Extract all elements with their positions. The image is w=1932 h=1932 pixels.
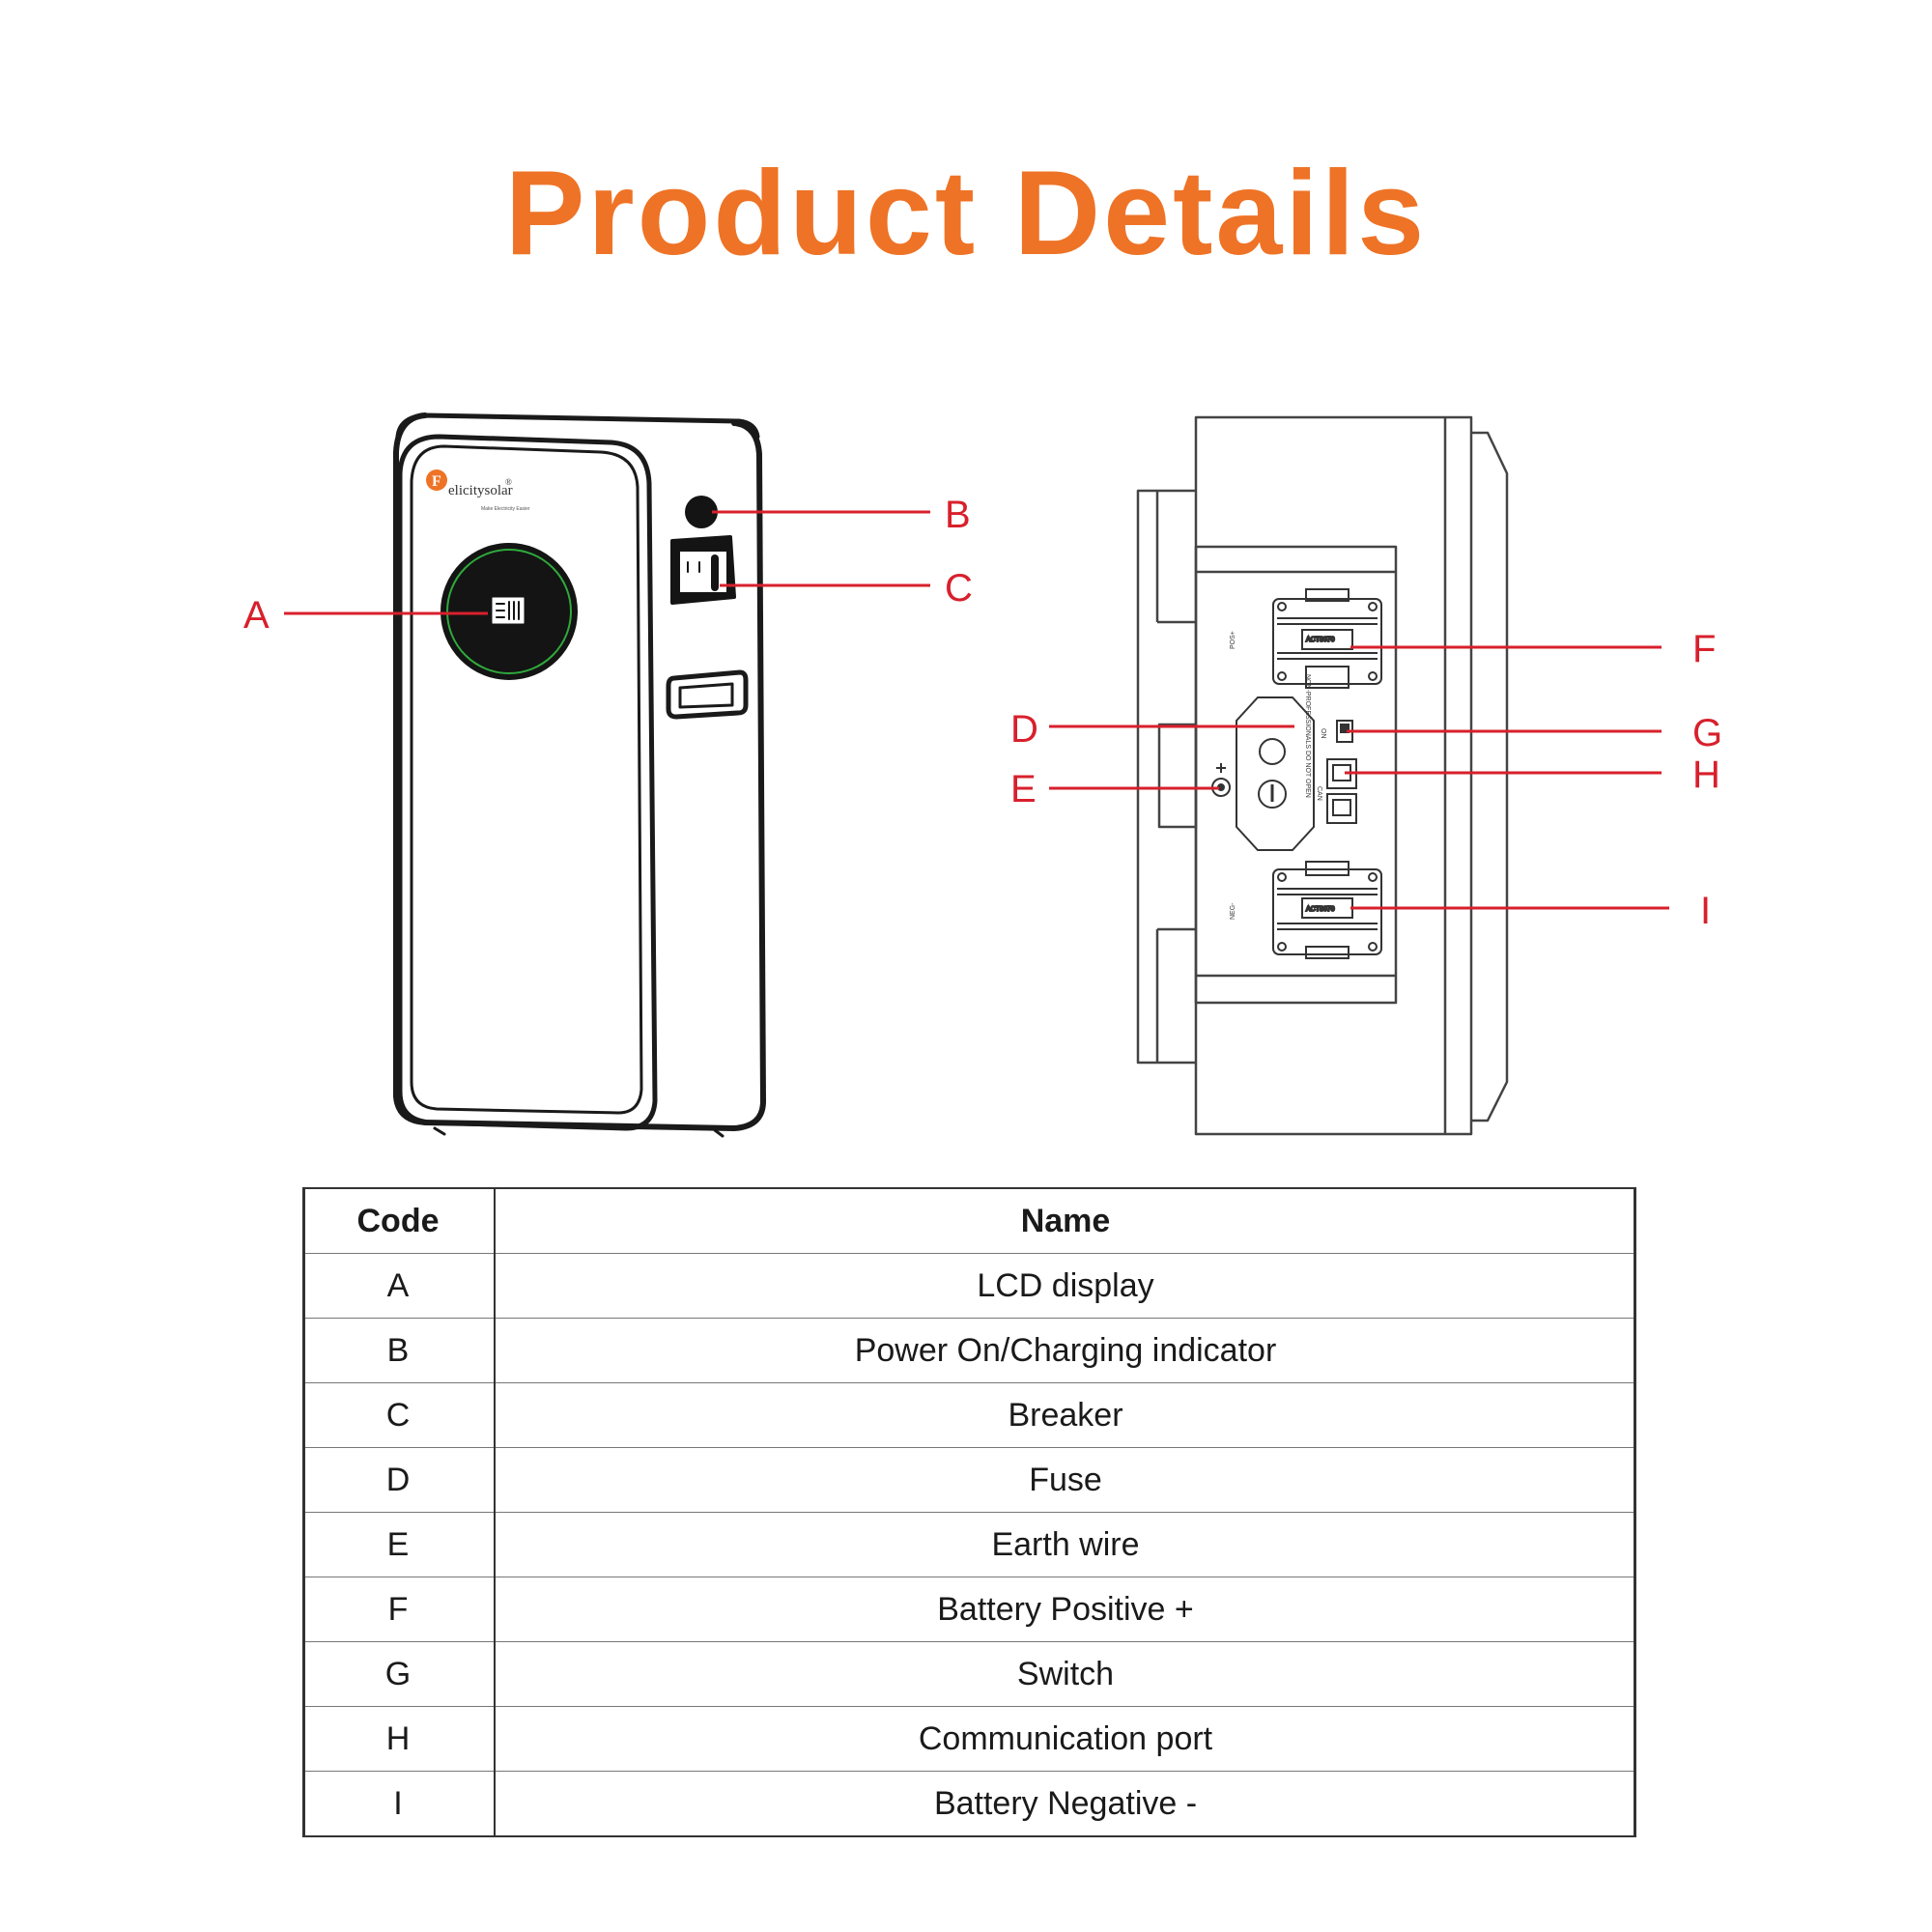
brand-initial: F bbox=[432, 473, 441, 490]
front-view bbox=[393, 412, 766, 1138]
brand-logo: F elicitysolar ® Make Electricity Easier bbox=[426, 469, 530, 512]
row-code: E bbox=[302, 1512, 496, 1577]
communication-ports bbox=[1326, 758, 1357, 824]
callout-i: I bbox=[1700, 890, 1711, 932]
row-name: Earth wire bbox=[495, 1512, 1635, 1577]
header-name: Name bbox=[495, 1187, 1635, 1254]
lcd-ring bbox=[446, 549, 572, 674]
row-code: D bbox=[302, 1447, 496, 1513]
row-name: Breaker bbox=[495, 1382, 1635, 1448]
row-code: G bbox=[302, 1641, 496, 1707]
row-code: F bbox=[302, 1577, 496, 1642]
lcd-segments bbox=[496, 601, 520, 620]
callout-f: F bbox=[1692, 628, 1716, 670]
table-right-border bbox=[1634, 1187, 1636, 1837]
row-code: C bbox=[302, 1382, 496, 1448]
fuse-cover bbox=[1236, 696, 1315, 851]
side-bracket bbox=[1471, 431, 1509, 1122]
callout-e: E bbox=[1010, 768, 1037, 810]
row-name: Battery Negative - bbox=[495, 1771, 1635, 1837]
port-text: CAN bbox=[1316, 786, 1322, 801]
carry-handle bbox=[666, 669, 749, 720]
switch-text: ON bbox=[1320, 728, 1326, 739]
warning-symbol bbox=[1258, 780, 1287, 809]
product-diagram: F elicitysolar ® Make Electricity Easier bbox=[243, 412, 1722, 1138]
earth-terminal bbox=[1211, 763, 1231, 797]
callout-b: B bbox=[945, 494, 971, 536]
header-code: Code bbox=[302, 1187, 496, 1254]
mounting-plate bbox=[1136, 489, 1196, 1065]
fuse-symbol bbox=[1259, 738, 1286, 765]
callout-g: G bbox=[1692, 712, 1722, 754]
row-name: LCD display bbox=[495, 1253, 1635, 1319]
power-indicator bbox=[685, 496, 718, 528]
brand-tagline: Make Electricity Easier bbox=[481, 506, 530, 512]
negative-terminal: ACT8070 bbox=[1272, 861, 1382, 959]
table-header-row: Code Name bbox=[302, 1187, 1635, 1254]
positive-terminal: ACT8070 bbox=[1272, 588, 1382, 689]
brand-name: elicitysolar bbox=[448, 483, 513, 498]
positive-label: POS+ bbox=[1230, 631, 1236, 649]
connector-panel bbox=[1194, 545, 1398, 1005]
row-name: Communication port bbox=[495, 1706, 1635, 1772]
table-left-border bbox=[302, 1187, 305, 1837]
negative-label: NEG- bbox=[1230, 902, 1236, 920]
callout-d: D bbox=[1010, 708, 1038, 751]
row-name: Fuse bbox=[495, 1447, 1635, 1513]
page-title: Product Details bbox=[504, 147, 1428, 280]
unit-top-face bbox=[395, 412, 760, 440]
row-code: I bbox=[302, 1771, 496, 1837]
brand-logo-icon bbox=[426, 469, 447, 491]
callout-lines bbox=[284, 510, 1669, 910]
row-name: Power On/Charging indicator bbox=[495, 1318, 1635, 1383]
row-code: H bbox=[302, 1706, 496, 1772]
front-panel-inner bbox=[410, 444, 643, 1115]
row-name: Battery Positive + bbox=[495, 1577, 1635, 1642]
negative-breaker-rating: ACT8070 bbox=[1306, 906, 1335, 913]
callout-h: H bbox=[1692, 753, 1720, 796]
fuse-warning-text: NON-PROFESSIONALS DO NOT OPEN bbox=[1304, 674, 1311, 798]
row-code: A bbox=[302, 1253, 496, 1319]
brand-registered: ® bbox=[505, 477, 512, 487]
row-name: Switch bbox=[495, 1641, 1635, 1707]
callout-a: A bbox=[243, 594, 270, 637]
row-code: B bbox=[302, 1318, 496, 1383]
callout-c: C bbox=[945, 567, 973, 610]
side-view bbox=[1136, 415, 1509, 1136]
carry-handle-inner bbox=[678, 682, 734, 709]
front-panel-outer bbox=[397, 434, 658, 1131]
positive-breaker-rating: ACT8070 bbox=[1306, 637, 1335, 643]
